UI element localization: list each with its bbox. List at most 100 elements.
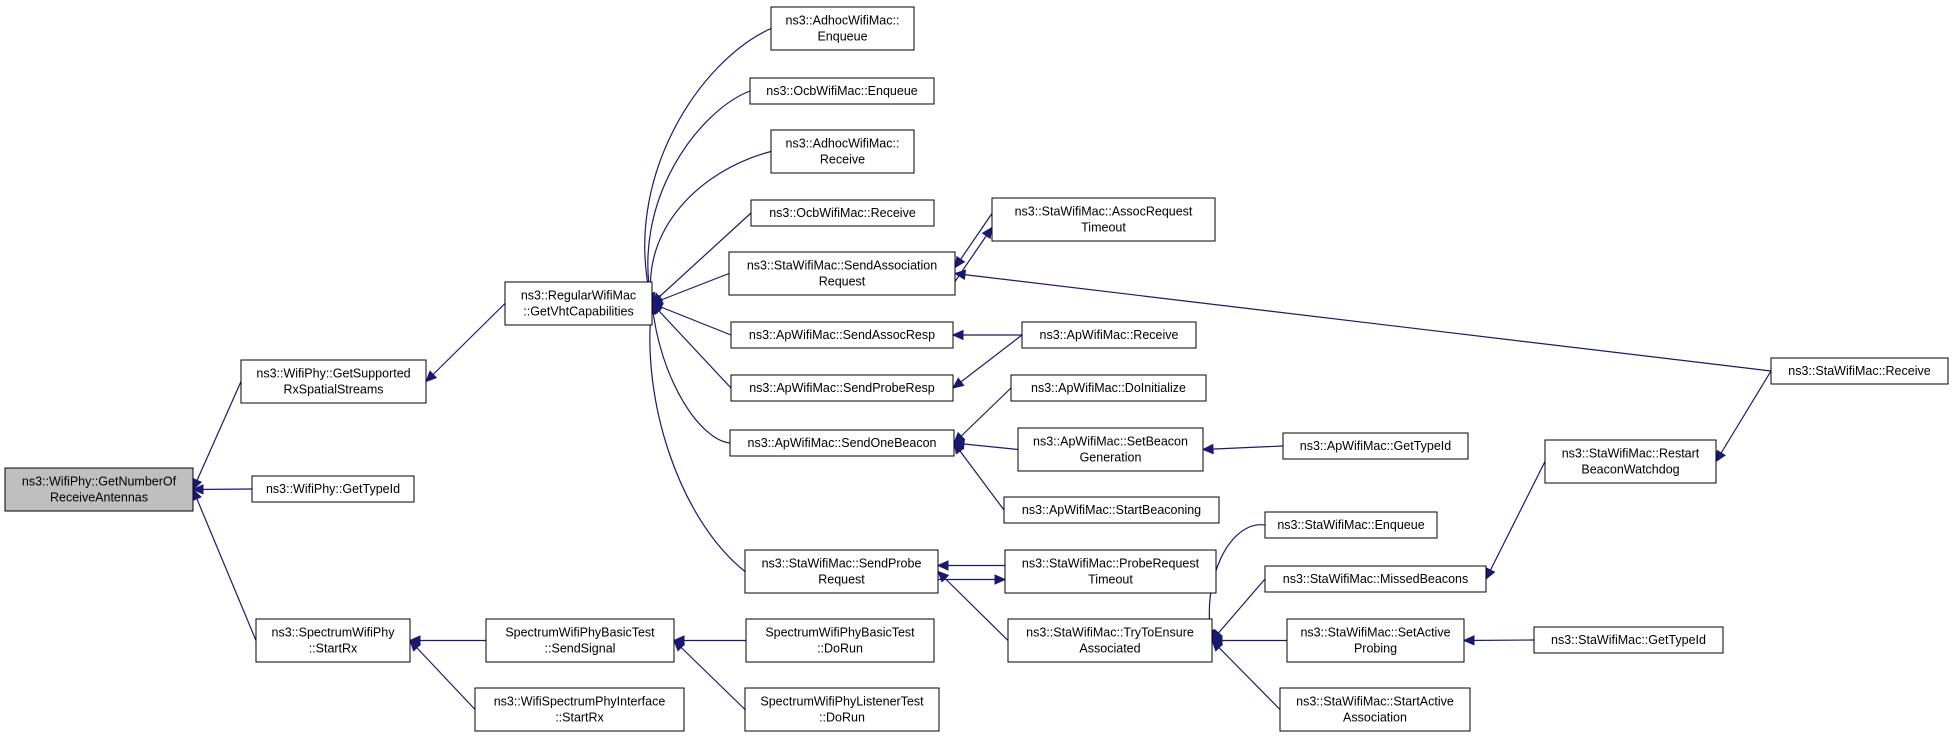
node-ocbReceive[interactable]: ns3::OcbWifiMac::Receive: [750, 199, 935, 227]
node-box[interactable]: [1004, 549, 1217, 594]
node-label: ns3::StaWifiMac::Enqueue: [1277, 518, 1424, 532]
node-apSendAssocResp[interactable]: ns3::ApWifiMac::SendAssocResp: [730, 321, 954, 349]
edge-staStartActive-to-staTryEnsure: [1211, 639, 1281, 710]
arrow-head-icon: [936, 560, 949, 571]
node-label: ns3::StaWifiMac::SendProbe: [762, 557, 922, 571]
node-box[interactable]: [1286, 618, 1465, 663]
arrow-head-icon: [937, 570, 950, 583]
node-box[interactable]: [504, 281, 653, 326]
node-ocbEnqueue[interactable]: ns3::OcbWifiMac::Enqueue: [749, 77, 935, 105]
node-basicSendSignal[interactable]: SpectrumWifiPhyBasicTest::SendSignal: [485, 618, 675, 663]
node-listenerDoRun[interactable]: SpectrumWifiPhyListenerTest::DoRun: [744, 687, 940, 732]
node-box[interactable]: [1003, 496, 1220, 524]
node-label: ns3::StaWifiMac::MissedBeacons: [1283, 572, 1469, 586]
node-adhocReceive[interactable]: ns3::AdhocWifiMac::Receive: [770, 129, 915, 174]
node-box[interactable]: [750, 199, 935, 227]
arrow-head-icon: [673, 639, 686, 652]
edge-getSupported-to-root: [192, 381, 242, 491]
edge-getVht-to-getSupported: [425, 303, 506, 383]
edge-apDoInit-to-apSendOneBeacon: [953, 387, 1012, 444]
node-staGetTypeId[interactable]: ns3::StaWifiMac::GetTypeId: [1533, 626, 1724, 654]
node-staEnqueue[interactable]: ns3::StaWifiMac::Enqueue: [1264, 511, 1438, 539]
edge-staReceive-to-staRestart: [1715, 370, 1772, 463]
node-box[interactable]: [1279, 687, 1471, 732]
node-box[interactable]: [991, 197, 1216, 242]
node-box[interactable]: [770, 129, 915, 174]
edge-line: [954, 272, 1772, 372]
node-box[interactable]: [730, 374, 954, 402]
node-label: Timeout: [1088, 573, 1133, 587]
edge-line: [192, 489, 257, 641]
node-box[interactable]: [745, 618, 935, 663]
node-adhocEnqueue[interactable]: ns3::AdhocWifiMac::Enqueue: [770, 6, 915, 51]
node-spectrumStartRx[interactable]: ns3::SpectrumWifiPhy::StartRx: [255, 618, 411, 663]
node-box[interactable]: [728, 251, 956, 296]
arrow-head-icon: [1211, 639, 1224, 652]
node-ifaceStartRx[interactable]: ns3::WifiSpectrumPhyInterface::StartRx: [474, 687, 685, 732]
node-label: ns3::StaWifiMac::AssocRequest: [1015, 205, 1193, 219]
node-wifiPhyGetTypeId[interactable]: ns3::WifiPhy::GetTypeId: [251, 475, 415, 503]
node-box[interactable]: [729, 429, 955, 457]
node-box[interactable]: [1282, 432, 1469, 460]
edge-line: [953, 387, 1012, 444]
edge-line: [673, 640, 746, 710]
node-label: ns3::SpectrumWifiPhy: [272, 626, 396, 640]
edge-line: [953, 442, 1019, 451]
node-basicDoRun[interactable]: SpectrumWifiPhyBasicTest::DoRun: [745, 618, 935, 663]
node-box[interactable]: [1770, 357, 1949, 385]
edge-line: [1485, 461, 1546, 580]
arrow-head-icon: [1462, 635, 1475, 646]
node-label: SpectrumWifiPhyBasicTest: [765, 626, 915, 640]
node-box[interactable]: [1544, 439, 1717, 484]
node-box[interactable]: [474, 687, 685, 732]
node-box[interactable]: [1264, 511, 1438, 539]
arrow-head-icon: [952, 377, 965, 389]
node-label: ::SendSignal: [545, 642, 616, 656]
node-apSendOneBeacon[interactable]: ns3::ApWifiMac::SendOneBeacon: [729, 429, 955, 457]
node-staMissed[interactable]: ns3::StaWifiMac::MissedBeacons: [1264, 565, 1487, 593]
node-box[interactable]: [749, 77, 935, 105]
node-box[interactable]: [485, 618, 675, 663]
node-box[interactable]: [744, 687, 940, 732]
node-box[interactable]: [1017, 427, 1204, 472]
edge-basicDoRun-to-basicSendSignal: [672, 635, 746, 646]
edge-apSendProbeResp-to-getVht: [651, 302, 732, 389]
node-box[interactable]: [251, 475, 415, 503]
node-apSendProbeResp[interactable]: ns3::ApWifiMac::SendProbeResp: [730, 374, 954, 402]
node-apGetTypeId[interactable]: ns3::ApWifiMac::GetTypeId: [1282, 432, 1469, 460]
node-box[interactable]: [744, 549, 939, 594]
node-box[interactable]: [1533, 626, 1724, 654]
arrow-head-icon: [1485, 567, 1496, 581]
node-staReceive[interactable]: ns3::StaWifiMac::Receive: [1770, 357, 1949, 385]
node-box[interactable]: [730, 321, 954, 349]
node-box[interactable]: [255, 618, 411, 663]
node-apStartBeaconing[interactable]: ns3::ApWifiMac::StartBeaconing: [1003, 496, 1220, 524]
edge-line: [651, 272, 730, 305]
node-label: ns3::StaWifiMac::SetActive: [1300, 626, 1450, 640]
node-label: Request: [819, 275, 866, 289]
edge-line: [953, 442, 1005, 511]
node-box[interactable]: [1010, 374, 1207, 402]
node-box[interactable]: [770, 6, 915, 51]
node-label: ns3::StaWifiMac::ProbeRequest: [1022, 557, 1200, 571]
node-box[interactable]: [4, 467, 194, 512]
node-apDoInit[interactable]: ns3::ApWifiMac::DoInitialize: [1010, 374, 1207, 402]
node-getVht[interactable]: ns3::RegularWifiMac::GetVhtCapabilities: [504, 281, 653, 326]
node-box[interactable]: [1264, 565, 1487, 593]
node-box[interactable]: [1007, 618, 1213, 663]
node-apReceive[interactable]: ns3::ApWifiMac::Receive: [1021, 321, 1197, 349]
node-box[interactable]: [1021, 321, 1197, 349]
node-getSupported[interactable]: ns3::WifiPhy::GetSupportedRxSpatialStrea…: [240, 359, 427, 404]
edge-line: [1463, 639, 1535, 642]
node-box[interactable]: [240, 359, 427, 404]
